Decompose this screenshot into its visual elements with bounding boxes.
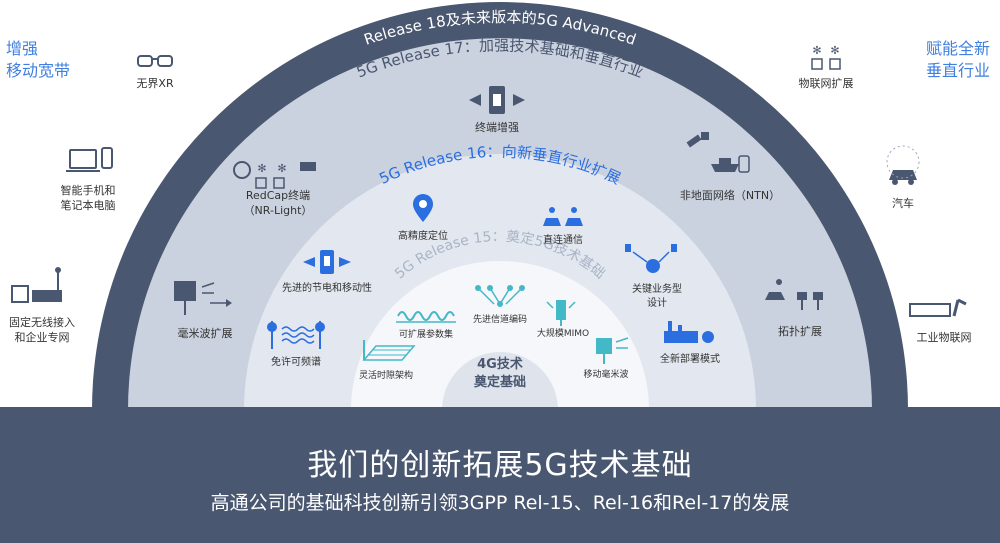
- building-antenna-icon: [11, 267, 62, 303]
- slot-frame-icon: [362, 340, 416, 361]
- label-phone-1: 智能手机和: [61, 183, 116, 197]
- vr-glasses-icon: [137, 55, 173, 67]
- label-mimo: 大规模MIMO: [537, 327, 589, 339]
- core-4g: [442, 352, 558, 410]
- label-mmw: 移动毫米波: [583, 368, 628, 380]
- corner-left-2: 移动宽带: [6, 61, 70, 80]
- label-car: 汽车: [892, 196, 914, 210]
- label-iot: 物联网扩展: [799, 76, 854, 90]
- label-fwa-1: 固定无线接入: [9, 315, 75, 329]
- car-icon: [886, 145, 920, 185]
- svg-text:✻: ✻: [830, 44, 839, 57]
- cars-direct-icon: [543, 207, 583, 226]
- mission-critical-icon: [625, 244, 677, 273]
- wearables-icon: ✻ ✻: [233, 161, 316, 189]
- iot-sensors-icon: ✻ ✻: [811, 44, 841, 70]
- label-power: 先进的节电和移动性: [282, 281, 372, 294]
- ring-r15: [351, 261, 649, 410]
- phone-battery-icon: [303, 250, 351, 274]
- label-urllc-2: 设计: [647, 296, 667, 309]
- label-deploy: 全新部署模式: [660, 352, 720, 365]
- corner-left-1: 增强: [6, 39, 38, 58]
- label-mmwave: 毫米波扩展: [178, 326, 233, 340]
- unlicensed-towers-icon: [267, 321, 325, 349]
- label-topo: 拓扑扩展: [778, 324, 822, 338]
- label-xr: 无界XR: [136, 77, 174, 90]
- label-redcap-2: （NR-Light）: [244, 204, 313, 217]
- banner-title: 我们的创新拓展5G技术基础: [307, 448, 693, 483]
- factory-deploy-icon: [664, 321, 714, 343]
- corner-right-1: 赋能全新: [926, 39, 990, 58]
- label-device: 终端增强: [475, 120, 519, 134]
- core-line2: 奠定基础: [473, 374, 526, 390]
- topology-icon: [765, 279, 823, 310]
- waves-icon: [396, 311, 456, 323]
- label-tdd: 灵活时隙架构: [359, 369, 413, 381]
- label-ntn: 非地面网络（NTN）: [680, 188, 780, 202]
- factory-robot-icon: [909, 298, 967, 317]
- corner-right-2: 垂直行业: [926, 61, 990, 80]
- label-phone-2: 笔记本电脑: [61, 198, 116, 212]
- label-numerology: 可扩展参数集: [399, 328, 453, 340]
- svg-text:✻: ✻: [812, 44, 821, 57]
- svg-text:✻: ✻: [257, 162, 266, 175]
- label-ldpc: 先进信道编码: [473, 313, 527, 325]
- label-unlic: 免许可频谱: [271, 355, 321, 368]
- svg-text:✻: ✻: [277, 162, 286, 175]
- bottom-banner: [0, 407, 1000, 543]
- label-iiot: 工业物联网: [917, 330, 972, 344]
- location-pin-icon: [413, 194, 433, 222]
- laptop-phone-icon: [66, 147, 113, 172]
- mobile-mmwave-icon: [596, 337, 629, 364]
- label-pos: 高精度定位: [398, 229, 448, 242]
- label-redcap-1: RedCap终端: [246, 188, 310, 202]
- satellite-ship-icon: [686, 132, 750, 173]
- channel-coding-icon: [475, 285, 525, 307]
- label-urllc-1: 关键业务型: [632, 282, 682, 295]
- label-v2x: 直连通信: [543, 233, 583, 246]
- banner-subtitle: 高通公司的基础科技创新引领3GPP Rel-15、Rel-16和Rel-17的发…: [210, 492, 790, 514]
- core-line1: 4G技术: [477, 356, 523, 372]
- massive-mimo-icon: [546, 300, 576, 326]
- label-fwa-2: 和企业专网: [15, 330, 70, 344]
- mobile-device-icon: [469, 86, 525, 114]
- mmwave-panel-icon: [174, 281, 232, 315]
